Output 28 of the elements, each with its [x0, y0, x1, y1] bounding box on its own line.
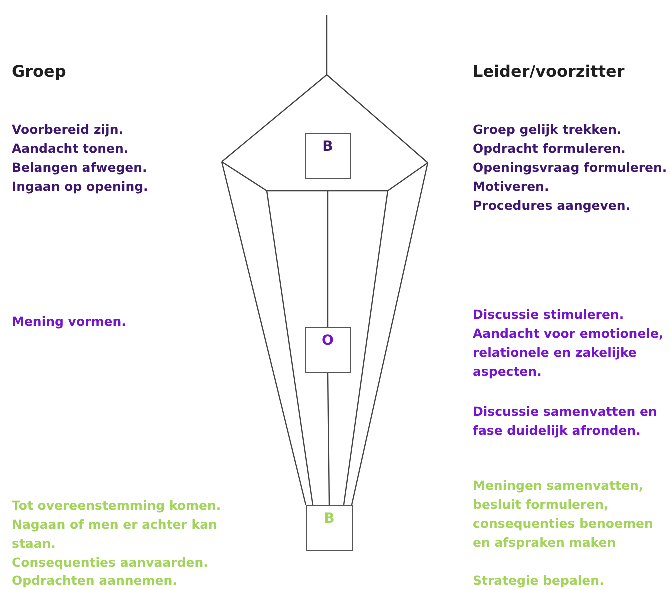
- square-box: [305, 133, 351, 179]
- box-letter: B: [324, 511, 335, 527]
- step-text: Nagaan of men er achter kan staan.: [12, 516, 218, 553]
- step-text: Procedures aangeven.: [473, 197, 632, 215]
- step-text: Mening vormen.: [12, 313, 128, 331]
- step-text: Groep gelijk trekken.: [473, 121, 623, 139]
- box-letter: O: [322, 333, 334, 349]
- step-text: Aandacht tonen.: [12, 140, 130, 158]
- step-text: Opdracht formuleren.: [473, 140, 627, 158]
- step-text: Meningen samenvatten, besluit formuleren, consequenties benoemen en afspraken maken: [473, 477, 654, 552]
- step-text: Discussie samenvatten en fase duidelijk afronden.: [473, 403, 658, 440]
- step-text: Strategie bepalen.: [473, 572, 606, 590]
- step-text: Ingaan op opening.: [12, 178, 150, 196]
- square-box: [306, 505, 353, 551]
- column-heading: Groep: [12, 62, 68, 81]
- step-text: Aandacht voor emotionele, relationele en zakelijke aspecten.: [473, 325, 665, 381]
- step-text: Voorbereid zijn.: [12, 121, 124, 139]
- step-text: Tot overeenstemming komen.: [12, 497, 222, 515]
- column-heading: Leider/voorzitter: [473, 62, 626, 81]
- step-text: Motiveren.: [473, 178, 550, 196]
- step-text: Consequenties aanvaarden.: [12, 554, 210, 572]
- step-text: Discussie stimuleren.: [473, 306, 626, 324]
- connector-line: [327, 373, 330, 505]
- step-text: Opdrachten aannemen.: [12, 572, 178, 590]
- square-box: [305, 327, 351, 373]
- step-text: Belangen afwegen.: [12, 159, 148, 177]
- box-letter: B: [322, 139, 334, 155]
- step-text: Openingsvraag formuleren.: [473, 159, 668, 177]
